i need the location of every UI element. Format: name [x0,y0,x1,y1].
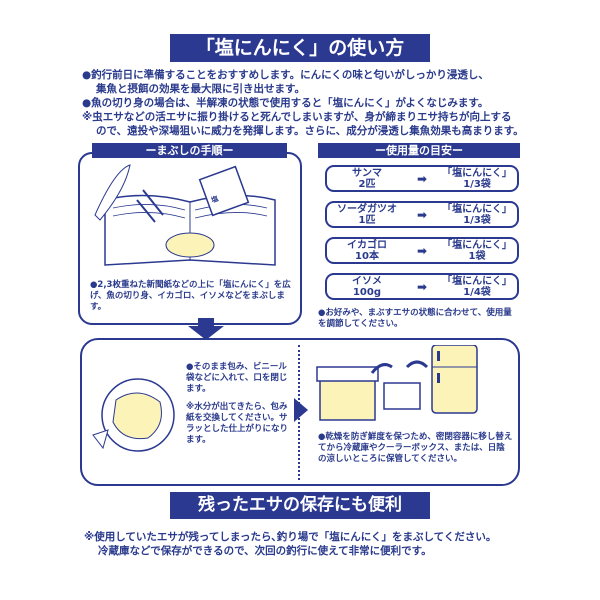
wrapped-bait-illustration [92,378,175,452]
page-title: 「塩にんにく」の使い方 [170,34,430,62]
bottom-title: 残ったエサの保存にも便利 [170,492,430,519]
bait-name: サンマ [352,167,382,179]
svg-text:塩: 塩 [210,194,220,205]
storage-panel [80,338,520,486]
bait-name: イソメ [352,275,382,287]
bait-qty: 2匹 [358,178,376,190]
water-note: ※水分が出てきたら、包み紙を交換してください。サラッとした仕上がりになります。 [186,402,289,445]
arrow-icon: ➡ [416,171,428,186]
bait-name: ソーダガツオ [337,203,397,215]
intro-line: 集魚と摂餌の効果を最大限に引き出せます。 [96,83,305,95]
product-name: 「塩にんにく」 [442,275,512,287]
bait-qty: 1匹 [358,214,376,226]
footer-text: ※使用していたエサが残ってしまったら､釣り場で「塩にんにく」をまぶしてください。… [84,530,524,558]
bait-name: イカゴロ [347,239,387,251]
product-amount: 1袋 [468,250,486,262]
storage-note: ●乾燥を防ぎ鮮度を保つため、密閉容器に移し替えてから冷蔵庫やクーラーボックス、ま… [318,432,513,464]
wrap-note: ●そのまま包み、ビニール袋などに入れて、口を閉じます。 [186,362,288,394]
intro-line: ●釣行前日に準備することをおすすめします。にんにくの味と匂いがしっかり浸透し、 [82,69,489,81]
intro-line: ※虫エサなどの活エサに振り掛けると死んでしまいますが、身が締まりエサ持ちが向上す… [82,111,512,123]
footer-line: ※使用していたエサが残ってしまったら､釣り場で「塩にんにく」をまぶしてください。 [84,531,497,543]
right-triangle-icon [294,398,308,422]
bait-qty: 100g [352,286,382,298]
intro-line: ●魚の切り身の場合は、半解凍の状態で使用すると「塩にんにく」がよくなじみます。 [82,97,489,109]
procedure-header: ーまぶしの手順ー [92,143,287,158]
arrow-icon: ➡ [416,243,428,258]
product-name: 「塩にんにく」 [442,239,512,251]
bait-qty: 10本 [355,250,379,262]
footer-line: 冷蔵庫などで保存ができるので、次回の釣行に使えて非常に便利です。 [98,545,432,557]
procedure-note: ●2,3枚重ねた新聞紙などの上に「塩にんにく」を広げ、魚の切り身、イカゴロ、イソ… [90,280,291,312]
product-amount: 1/4袋 [463,286,491,298]
usage-header: ー使用量の目安ー [318,143,520,158]
newspaper-illustration: 塩 [94,164,276,266]
product-name: 「塩にんにく」 [442,203,512,215]
storage-illustration [316,345,478,421]
intro-line: ので、遠投や深場狙いに威力を発揮します。さらに、成分が浸透し集魚効果も高まります… [96,125,524,137]
usage-note: ●お好みや、まぶすエサの状態に合わせて、使用量を調節してください。 [318,308,512,329]
product-name: 「塩にんにく」 [442,167,512,179]
down-arrow-icon [188,318,224,340]
arrow-icon: ➡ [416,279,428,294]
intro-text: ●釣行前日に準備することをおすすめします。にんにくの味と匂いがしっかり浸透し、 … [82,68,532,138]
product-amount: 1/3袋 [463,214,491,226]
product-amount: 1/3袋 [463,178,491,190]
arrow-icon: ➡ [416,207,428,222]
